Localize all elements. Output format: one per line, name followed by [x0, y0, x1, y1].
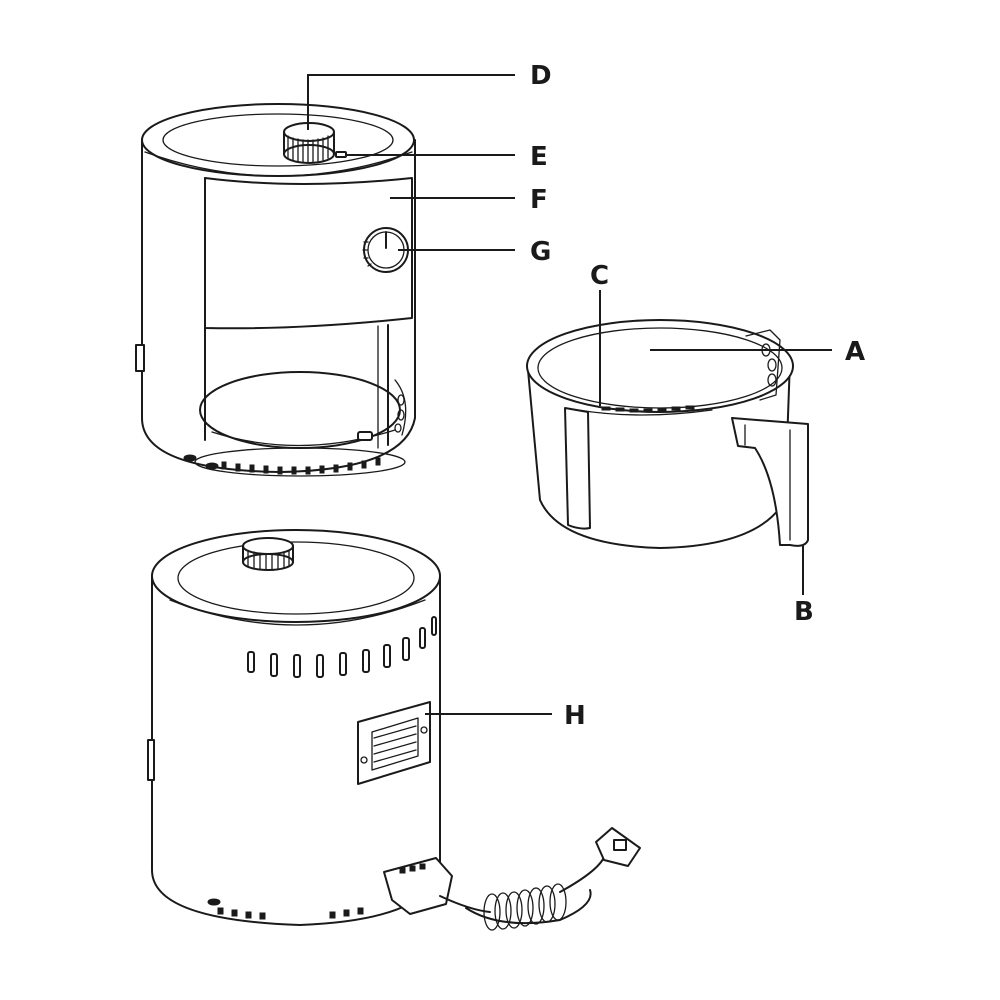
basket	[526, 319, 809, 549]
rear-exhaust-vent	[357, 701, 431, 785]
label-D: D	[530, 61, 552, 91]
air-fryer-rear-view	[147, 529, 641, 931]
top-timer-dial	[283, 122, 335, 164]
part-labels: D E F G C A B H	[530, 61, 865, 731]
basket-rim	[526, 319, 794, 413]
rear-upper-vents	[247, 616, 437, 678]
label-G: G	[530, 237, 551, 267]
leader-D	[307, 74, 515, 130]
power-cord	[383, 827, 641, 931]
label-E: E	[530, 142, 548, 172]
rear-top-lid	[151, 529, 441, 623]
basket-handle	[731, 417, 809, 547]
basket-grill	[577, 405, 713, 416]
air-fryer-front-view	[135, 103, 416, 477]
bottom-vents	[183, 447, 406, 477]
indicator-light	[335, 151, 347, 158]
label-C: C	[590, 261, 609, 291]
label-A: A	[845, 337, 865, 367]
label-F: F	[530, 185, 548, 215]
front-drawer-panel	[204, 177, 413, 330]
fryer-top-lid	[141, 103, 415, 177]
rear-top-knob	[242, 537, 294, 571]
label-H: H	[564, 701, 586, 731]
leader-lines	[307, 74, 832, 715]
label-B: B	[794, 597, 814, 627]
